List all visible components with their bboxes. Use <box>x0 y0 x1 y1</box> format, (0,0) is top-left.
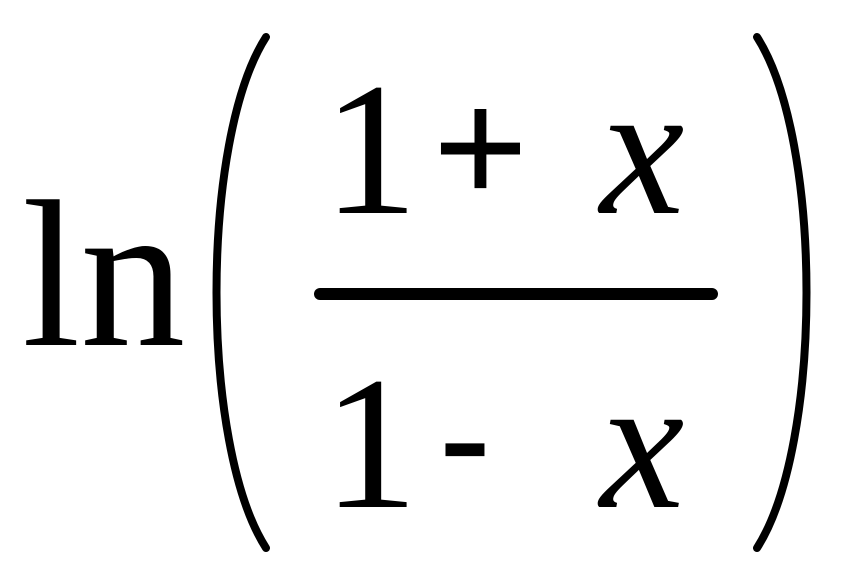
numerator-variable: x <box>597 45 684 255</box>
denominator-operator: - <box>440 352 490 518</box>
numerator-operator: + <box>432 54 529 242</box>
denominator-variable: x <box>597 339 684 549</box>
function-name: ln <box>22 159 185 391</box>
numerator-constant: 1 <box>323 45 418 255</box>
right-parenthesis <box>753 33 811 552</box>
left-parenthesis <box>212 33 270 552</box>
denominator-constant: 1 <box>323 339 418 549</box>
